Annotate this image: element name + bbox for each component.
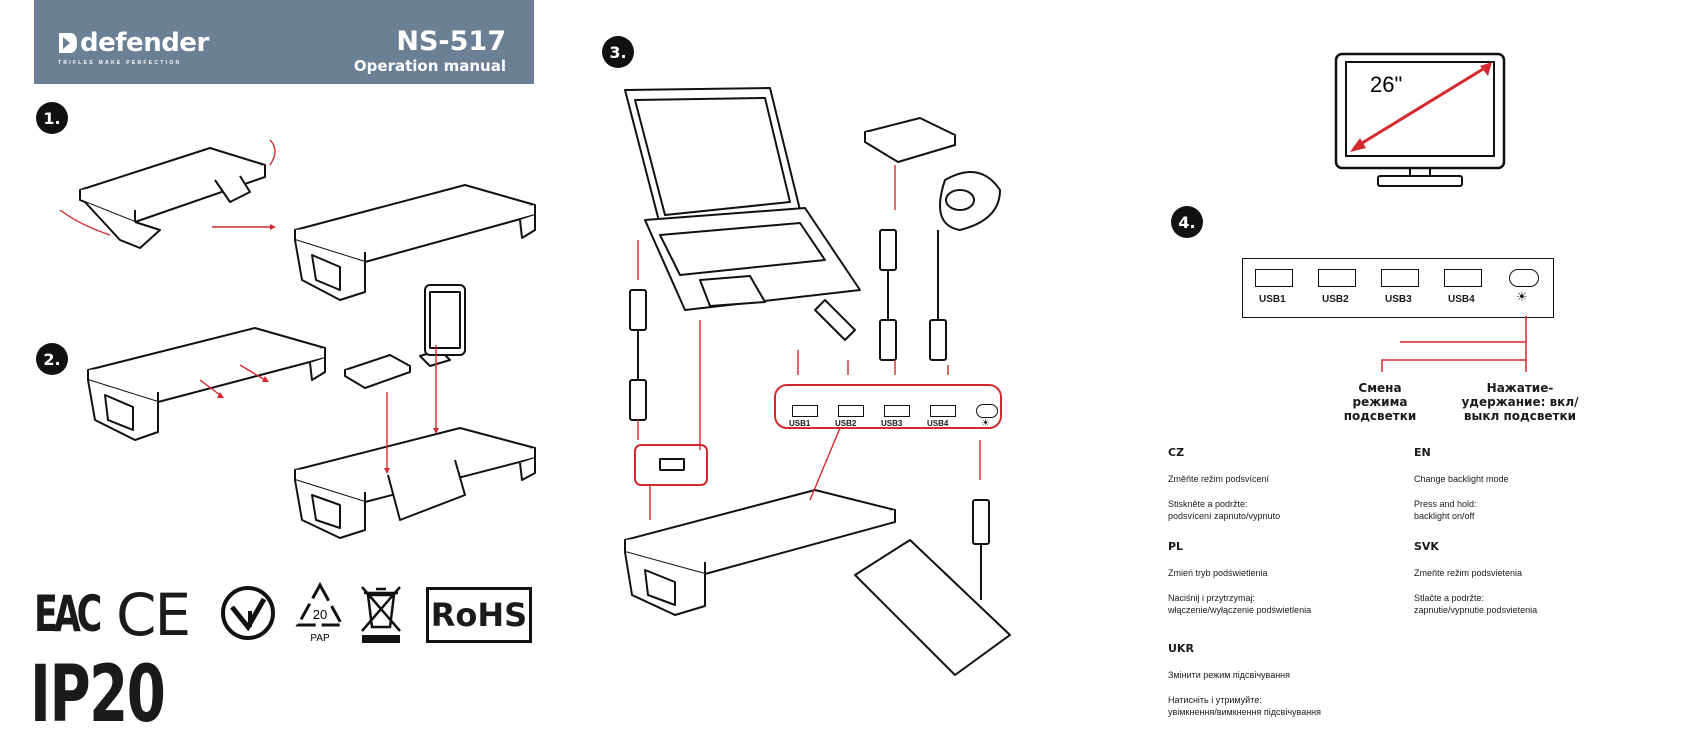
usb1-port-icon xyxy=(792,405,818,417)
hold-caption: Нажатие-удержание: вкл/выкл подсветки xyxy=(1461,381,1579,423)
usb2-label: USB2 xyxy=(835,419,857,428)
lang-code: CZ xyxy=(1168,446,1185,459)
lang-block-ukr: UKR Змінити режим підсвічування Натисніт… xyxy=(1168,642,1408,718)
lang-line2a: Press and hold: xyxy=(1414,499,1477,509)
lang-block-pl: PL Zmień tryb podświetlenia Naciśnij i p… xyxy=(1168,540,1388,616)
assembly-illustration xyxy=(59,139,536,539)
panel-usb4-label: USB4 xyxy=(1448,294,1475,305)
sun-icon: ☀ xyxy=(981,418,990,429)
panel-usb4-icon xyxy=(1444,269,1482,287)
defender-logo-icon xyxy=(58,31,78,53)
lang-code: SVK xyxy=(1414,540,1439,553)
lang-line2a: Натисніть і утримуйте: xyxy=(1168,695,1262,705)
step-badge-3: 3. xyxy=(602,36,634,68)
stand-drawing-1 xyxy=(294,184,536,301)
step-badge-1: 1. xyxy=(36,102,68,134)
usb-port-icon xyxy=(659,458,685,471)
lang-line2b: podsvícení zapnuto/vypnuto xyxy=(1168,511,1281,521)
lang-code: EN xyxy=(1414,446,1431,459)
panel-usb3-icon xyxy=(1381,269,1419,287)
lang-line2b: zapnutie/vypnutie podsvietenia xyxy=(1414,605,1538,615)
usb1-label: USB1 xyxy=(789,419,811,428)
panel-usb1-label: USB1 xyxy=(1259,294,1286,305)
brand-tagline: TRIFLES MAKE PERFECTION xyxy=(58,60,182,66)
monitor-size-label: 26" xyxy=(1370,72,1402,97)
lang-line1: Zmień tryb podświetlenia xyxy=(1168,568,1268,578)
lang-line2b: увімкнення/вимкнення підсвічування xyxy=(1168,707,1322,717)
hub-port-labels: USB1 USB2 USB3 USB4 ☀ xyxy=(780,392,1006,432)
lang-block-cz: CZ Změňte režim podsvícení Stiskněte a p… xyxy=(1168,446,1388,522)
step-badge-2: 2. xyxy=(36,343,68,375)
ukraine-conformity-icon xyxy=(221,586,275,640)
manual-title: Operation manual xyxy=(353,57,506,75)
brand-logo: defender xyxy=(58,28,209,58)
control-panel: USB1 USB2 USB3 USB4 ☀ xyxy=(1242,258,1554,318)
certification-row: EAC CE 20 PAP RoHS xyxy=(34,581,554,649)
usb3-port-icon xyxy=(884,405,910,417)
lang-line1: Change backlight mode xyxy=(1414,474,1509,484)
recycle-code: 20 xyxy=(313,607,327,622)
weee-bin-icon xyxy=(361,586,401,643)
usb4-port-icon xyxy=(930,405,956,417)
panel-usb3-label: USB3 xyxy=(1385,294,1412,305)
backlight-button-icon xyxy=(976,404,998,418)
connection-illustration xyxy=(624,87,1011,676)
stand-drawing-2 xyxy=(87,327,326,441)
step-badge-4: 4. xyxy=(1171,206,1203,238)
ip-rating: IP20 xyxy=(30,650,166,740)
card-reader-drawing-3 xyxy=(864,117,956,163)
panel-callout-lines xyxy=(1381,316,1527,372)
panel-usb2-label: USB2 xyxy=(1322,294,1349,305)
lang-line2a: Stiskněte a podržte: xyxy=(1168,499,1248,509)
keyboard-drawing xyxy=(854,539,1011,676)
monitor-illustration: 26" xyxy=(1334,52,1506,187)
folded-stand-drawing xyxy=(79,147,266,249)
panel-backlight-button-icon xyxy=(1509,269,1539,287)
mode-caption: Смена режима подсветки xyxy=(1343,381,1417,423)
lang-code: UKR xyxy=(1168,642,1194,655)
lang-line2a: Naciśnij i przytrzymaj: xyxy=(1168,593,1256,603)
lang-line1: Змінити режим підсвічування xyxy=(1168,670,1291,680)
lang-code: PL xyxy=(1168,540,1184,553)
usb-plug-drawings xyxy=(629,229,990,600)
header-banner: defender TRIFLES MAKE PERFECTION NS-517 … xyxy=(34,0,534,84)
usb2-port-icon xyxy=(838,405,864,417)
lang-line2b: backlight on/off xyxy=(1414,511,1475,521)
flash-drive-drawing-3 xyxy=(814,299,856,341)
lang-block-en: EN Change backlight mode Press and hold:… xyxy=(1414,446,1644,522)
hub-callout-box xyxy=(774,384,1002,429)
brand-name: defender xyxy=(80,28,209,58)
panel-usb2-icon xyxy=(1318,269,1356,287)
laptop-drawing xyxy=(624,87,861,311)
rohs-mark: RoHS xyxy=(426,587,532,643)
lang-line2b: włączenie/wyłączenie podświetlenia xyxy=(1168,605,1312,615)
lang-line2a: Stlačte a podržte: xyxy=(1414,593,1485,603)
lang-line1: Zmeňte režim podsvietenia xyxy=(1414,568,1523,578)
recycle-icon: 20 PAP xyxy=(295,581,345,644)
usb4-label: USB4 xyxy=(927,419,949,428)
ce-mark: CE xyxy=(116,581,191,649)
recycle-material: PAP xyxy=(310,633,330,644)
usb3-label: USB3 xyxy=(881,419,903,428)
panel-usb1-icon xyxy=(1255,269,1293,287)
lang-line1: Změňte režim podsvícení xyxy=(1168,474,1270,484)
stand-drawing-3 xyxy=(624,489,896,616)
lang-block-svk: SVK Zmeňte režim podsvietenia Stlačte a … xyxy=(1414,540,1644,616)
panel-sun-icon: ☀ xyxy=(1516,289,1528,304)
eac-mark: EAC xyxy=(34,585,102,643)
stand-with-drawer-drawing xyxy=(294,427,536,539)
model-number: NS-517 xyxy=(396,26,506,57)
